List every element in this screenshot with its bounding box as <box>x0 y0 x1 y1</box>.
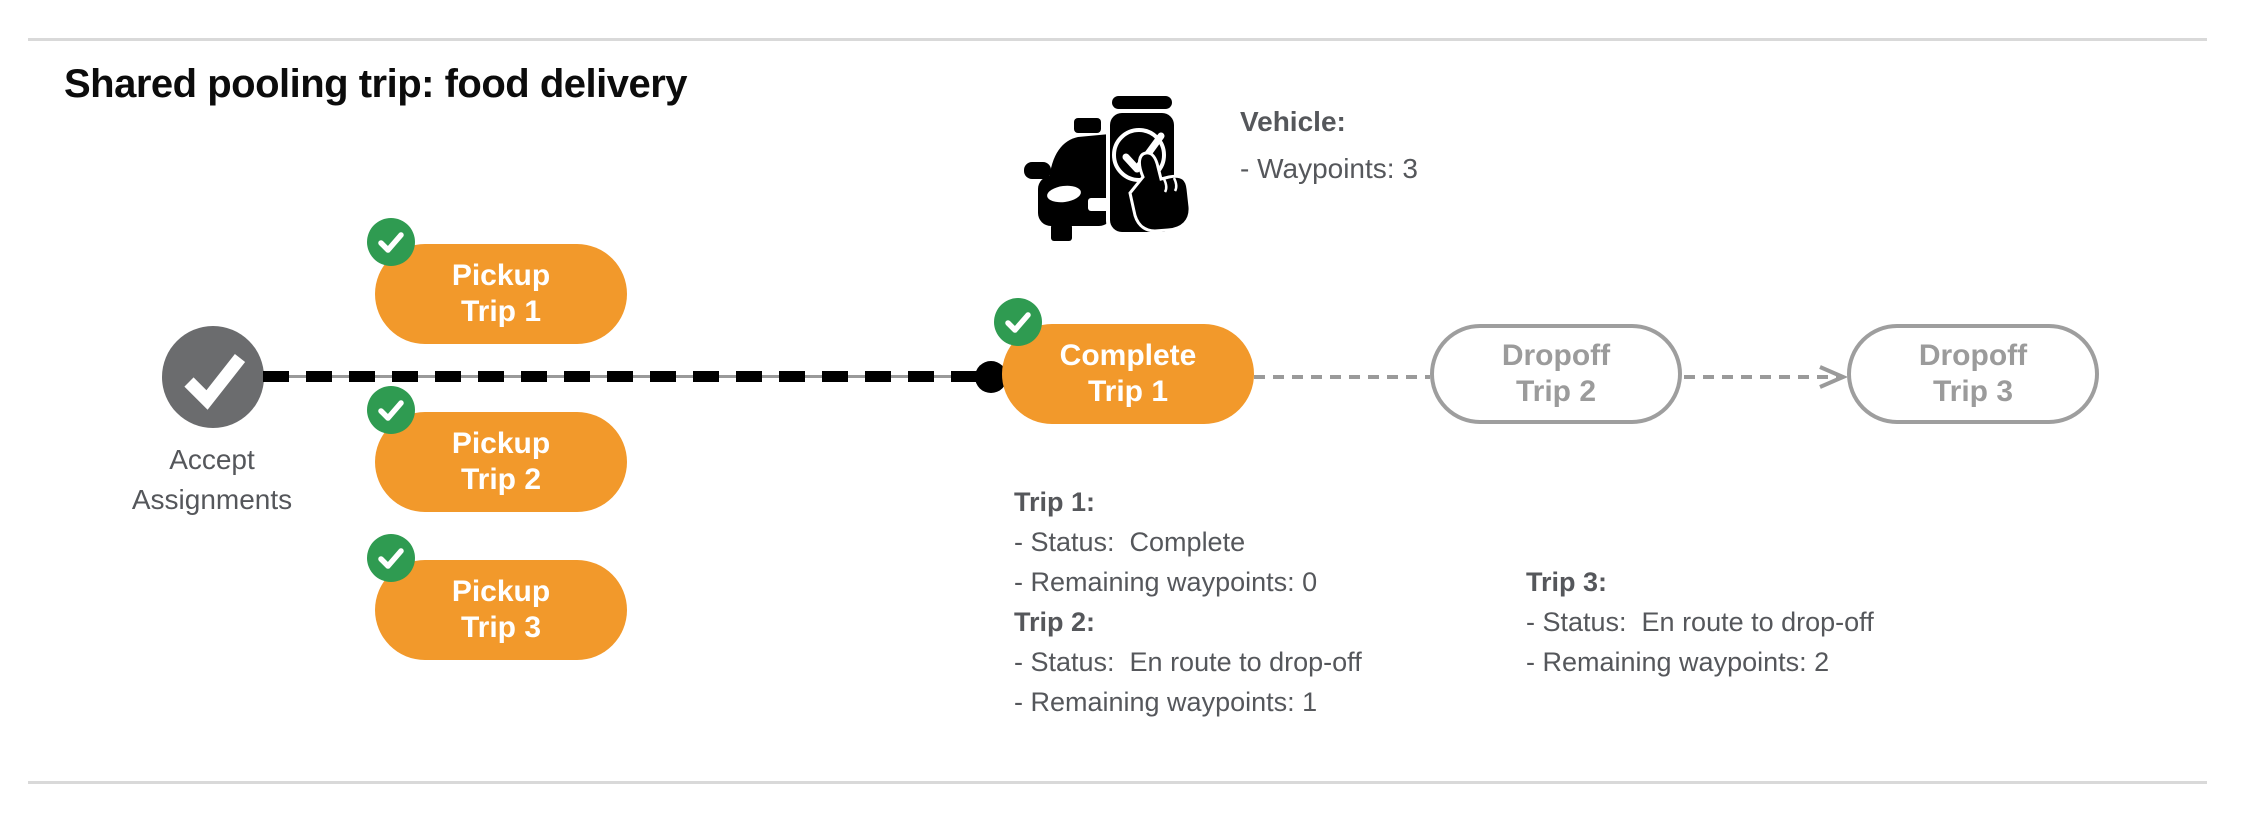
green-check-badge-icon <box>367 218 415 266</box>
check-circle-icon <box>162 326 264 428</box>
trip3-heading: Trip 3: <box>1526 567 1608 597</box>
trip3-status: - Status: En route to drop-off <box>1526 607 1874 637</box>
trip3-waypoints: - Remaining waypoints: 2 <box>1526 647 1830 677</box>
trip2-waypoints: - Remaining waypoints: 1 <box>1014 687 1318 717</box>
trip2-heading: Trip 2: <box>1014 607 1096 637</box>
node-pickup-trip2: Pickup Trip 2 <box>367 386 627 512</box>
trip2-status: - Status: En route to drop-off <box>1014 647 1362 677</box>
green-check-badge-icon <box>994 298 1042 346</box>
trip1-status: - Status: Complete <box>1014 527 1246 557</box>
dashed-arrow-icon <box>1684 365 1847 389</box>
trip-status-block-left: Trip 1: - Status: Complete - Remaining w… <box>1014 482 1362 722</box>
node-dropoff-trip2: Dropoff Trip 2 <box>1430 324 1682 424</box>
node-pickup-trip1: Pickup Trip 1 <box>367 218 627 344</box>
node-pickup-trip3: Pickup Trip 3 <box>367 534 627 660</box>
bottom-divider <box>28 781 2207 784</box>
top-divider <box>28 38 2207 41</box>
car-phone-check-icon <box>1024 92 1192 241</box>
vehicle-legend: Vehicle: - Waypoints: 3 <box>1240 98 1418 192</box>
node-complete-trip1: Complete Trip 1 <box>994 298 1254 424</box>
trip1-heading: Trip 1: <box>1014 487 1096 517</box>
trip-status-block-right: Trip 3: - Status: En route to drop-off -… <box>1526 562 1874 682</box>
dashed-connector-dropoff2 <box>1254 375 1430 379</box>
trip1-waypoints: - Remaining waypoints: 0 <box>1014 567 1318 597</box>
vehicle-label: Vehicle: <box>1240 106 1346 137</box>
dashed-connector-main <box>263 371 988 382</box>
page-title: Shared pooling trip: food delivery <box>64 62 688 106</box>
node-dropoff-trip3: Dropoff Trip 3 <box>1847 324 2099 424</box>
start-node-label: Accept Assignments <box>131 444 293 515</box>
green-check-badge-icon <box>367 386 415 434</box>
waypoint-dot <box>975 361 1007 393</box>
vehicle-waypoints: - Waypoints: 3 <box>1240 153 1418 184</box>
green-check-badge-icon <box>367 534 415 582</box>
